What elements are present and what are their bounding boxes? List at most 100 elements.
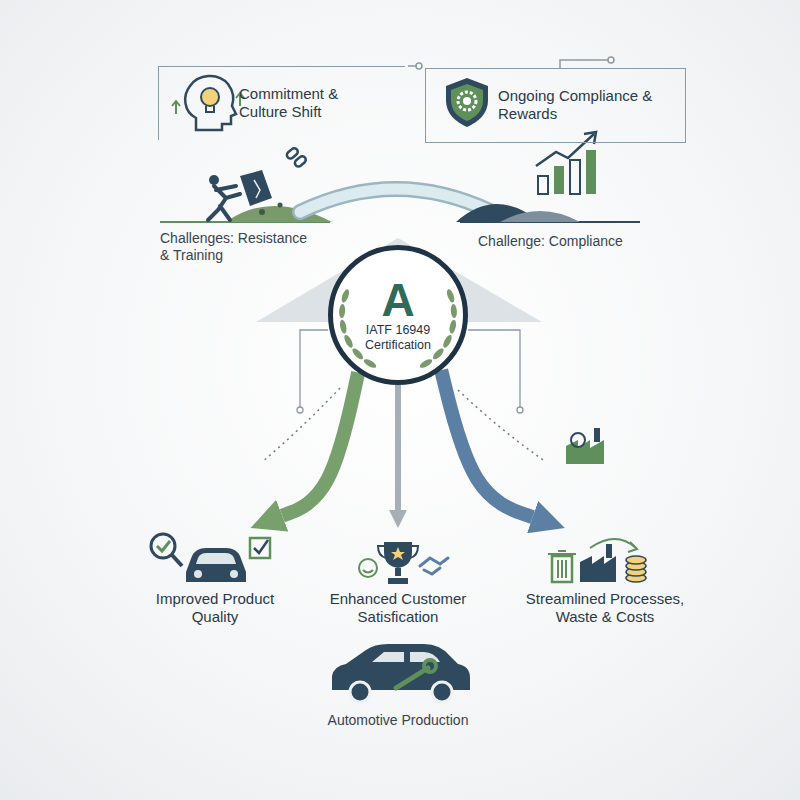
streamline-icon bbox=[548, 539, 646, 582]
compliance-scene bbox=[570, 160, 580, 194]
car-icon bbox=[396, 668, 428, 688]
factory-icon bbox=[571, 433, 585, 447]
compliance-scene bbox=[536, 134, 594, 166]
quality-icon bbox=[157, 541, 170, 551]
shield-icon bbox=[451, 84, 483, 121]
compliance-scene bbox=[586, 150, 596, 194]
car-icon bbox=[424, 660, 436, 672]
resistance-scene bbox=[209, 175, 219, 185]
deco-line bbox=[608, 57, 614, 63]
quality-icon bbox=[151, 534, 175, 558]
flow-arrow bbox=[441, 370, 532, 517]
shield-icon bbox=[463, 97, 471, 105]
shield-icon bbox=[446, 78, 488, 127]
idea-icon bbox=[172, 76, 244, 130]
resistance-scene bbox=[293, 155, 307, 168]
node-text: Ongoing Compliance & Rewards bbox=[498, 87, 673, 124]
caption-label: Automotive Production bbox=[318, 712, 478, 729]
compliance-scene bbox=[538, 176, 548, 194]
streamline-icon bbox=[626, 556, 646, 582]
laurel-leaf bbox=[445, 288, 455, 303]
side-line bbox=[468, 330, 520, 408]
node-text: Improved Product Quality bbox=[150, 590, 280, 627]
node-text: Commitment & Culture Shift bbox=[239, 85, 389, 122]
side-line bbox=[300, 330, 328, 408]
streamline-icon bbox=[606, 544, 612, 558]
compliance-scene bbox=[456, 132, 640, 222]
compliance-scene bbox=[554, 166, 564, 194]
laurel-leaf bbox=[448, 319, 457, 334]
seal-ground bbox=[330, 247, 466, 383]
idea-icon bbox=[185, 76, 236, 130]
factory-icon bbox=[566, 428, 604, 464]
deco-line bbox=[560, 60, 608, 68]
car-icon bbox=[432, 682, 452, 702]
quality-icon bbox=[194, 570, 202, 578]
laurel-leaf bbox=[340, 288, 350, 303]
resistance-scene bbox=[278, 203, 283, 208]
quality-icon bbox=[230, 570, 238, 578]
dotted-line bbox=[262, 388, 546, 462]
laurel-leaf bbox=[442, 334, 454, 349]
idea-icon bbox=[201, 88, 219, 106]
streamline-icon bbox=[580, 556, 616, 582]
factory-icon bbox=[594, 428, 600, 442]
flow-arrow bbox=[282, 373, 358, 516]
caption-label: Challenge: Compliance bbox=[478, 233, 648, 250]
resistance-scene bbox=[240, 170, 272, 206]
coin bbox=[626, 556, 646, 564]
laurel-leaf bbox=[362, 357, 377, 369]
laurel-leaf bbox=[351, 347, 365, 361]
resistance-scene bbox=[254, 180, 260, 198]
flow-arrow bbox=[395, 385, 401, 510]
dotted-line bbox=[262, 388, 340, 462]
bridge-arc bbox=[300, 189, 492, 212]
logo-letter: A bbox=[381, 277, 414, 323]
streamline-icon bbox=[590, 539, 636, 548]
laurel-leaf bbox=[450, 304, 457, 318]
satisfaction-icon bbox=[359, 542, 448, 584]
quality-icon bbox=[254, 540, 268, 553]
quality-icon bbox=[172, 555, 182, 566]
side-line bbox=[297, 407, 303, 413]
goal-box: Ongoing Compliance & Rewards bbox=[425, 68, 686, 143]
resistance-scene bbox=[208, 186, 240, 220]
caption-label: Challenges: Resistance & Training bbox=[160, 230, 320, 264]
satisfaction-icon bbox=[391, 547, 405, 560]
resistance-scene bbox=[259, 209, 265, 215]
deco-line bbox=[408, 65, 416, 67]
satisfaction-icon bbox=[363, 570, 373, 573]
outcome-item: Improved Product Quality bbox=[140, 528, 290, 631]
satisfaction-icon bbox=[388, 568, 408, 584]
satisfaction-icon bbox=[420, 558, 448, 574]
streamline-icon bbox=[548, 551, 576, 578]
quality-icon bbox=[151, 534, 270, 582]
quality-icon bbox=[196, 553, 236, 564]
laurel-leaf bbox=[339, 304, 346, 318]
streamline-icon bbox=[628, 542, 637, 552]
shield-icon bbox=[446, 78, 488, 127]
car-icon bbox=[350, 682, 370, 702]
deco-line bbox=[416, 63, 422, 69]
idea-icon bbox=[172, 101, 180, 114]
certification-seal: AIATF 16949 Certification bbox=[328, 245, 468, 385]
satisfaction-icon bbox=[384, 542, 412, 568]
goal-box: Commitment & Culture Shift bbox=[158, 66, 405, 140]
side-line bbox=[517, 407, 523, 413]
node-text: Enhanced Customer Satisfication bbox=[323, 590, 473, 627]
laurel-leaf bbox=[343, 334, 355, 349]
seal-text: IATF 16949 Certification bbox=[356, 323, 440, 354]
outcome-item: Enhanced Customer Satisfication bbox=[318, 528, 478, 631]
laurel-leaf bbox=[339, 319, 348, 334]
node-text: Streamlined Processes, Waste & Costs bbox=[519, 590, 691, 627]
laurel-leaf bbox=[431, 347, 445, 361]
car-icon bbox=[332, 644, 470, 690]
bridge-arc bbox=[300, 189, 492, 212]
laurel-leaf bbox=[418, 357, 433, 369]
compliance-scene bbox=[500, 211, 580, 222]
satisfaction-icon bbox=[359, 559, 377, 577]
quality-icon bbox=[186, 548, 246, 582]
quality-icon bbox=[250, 538, 270, 558]
